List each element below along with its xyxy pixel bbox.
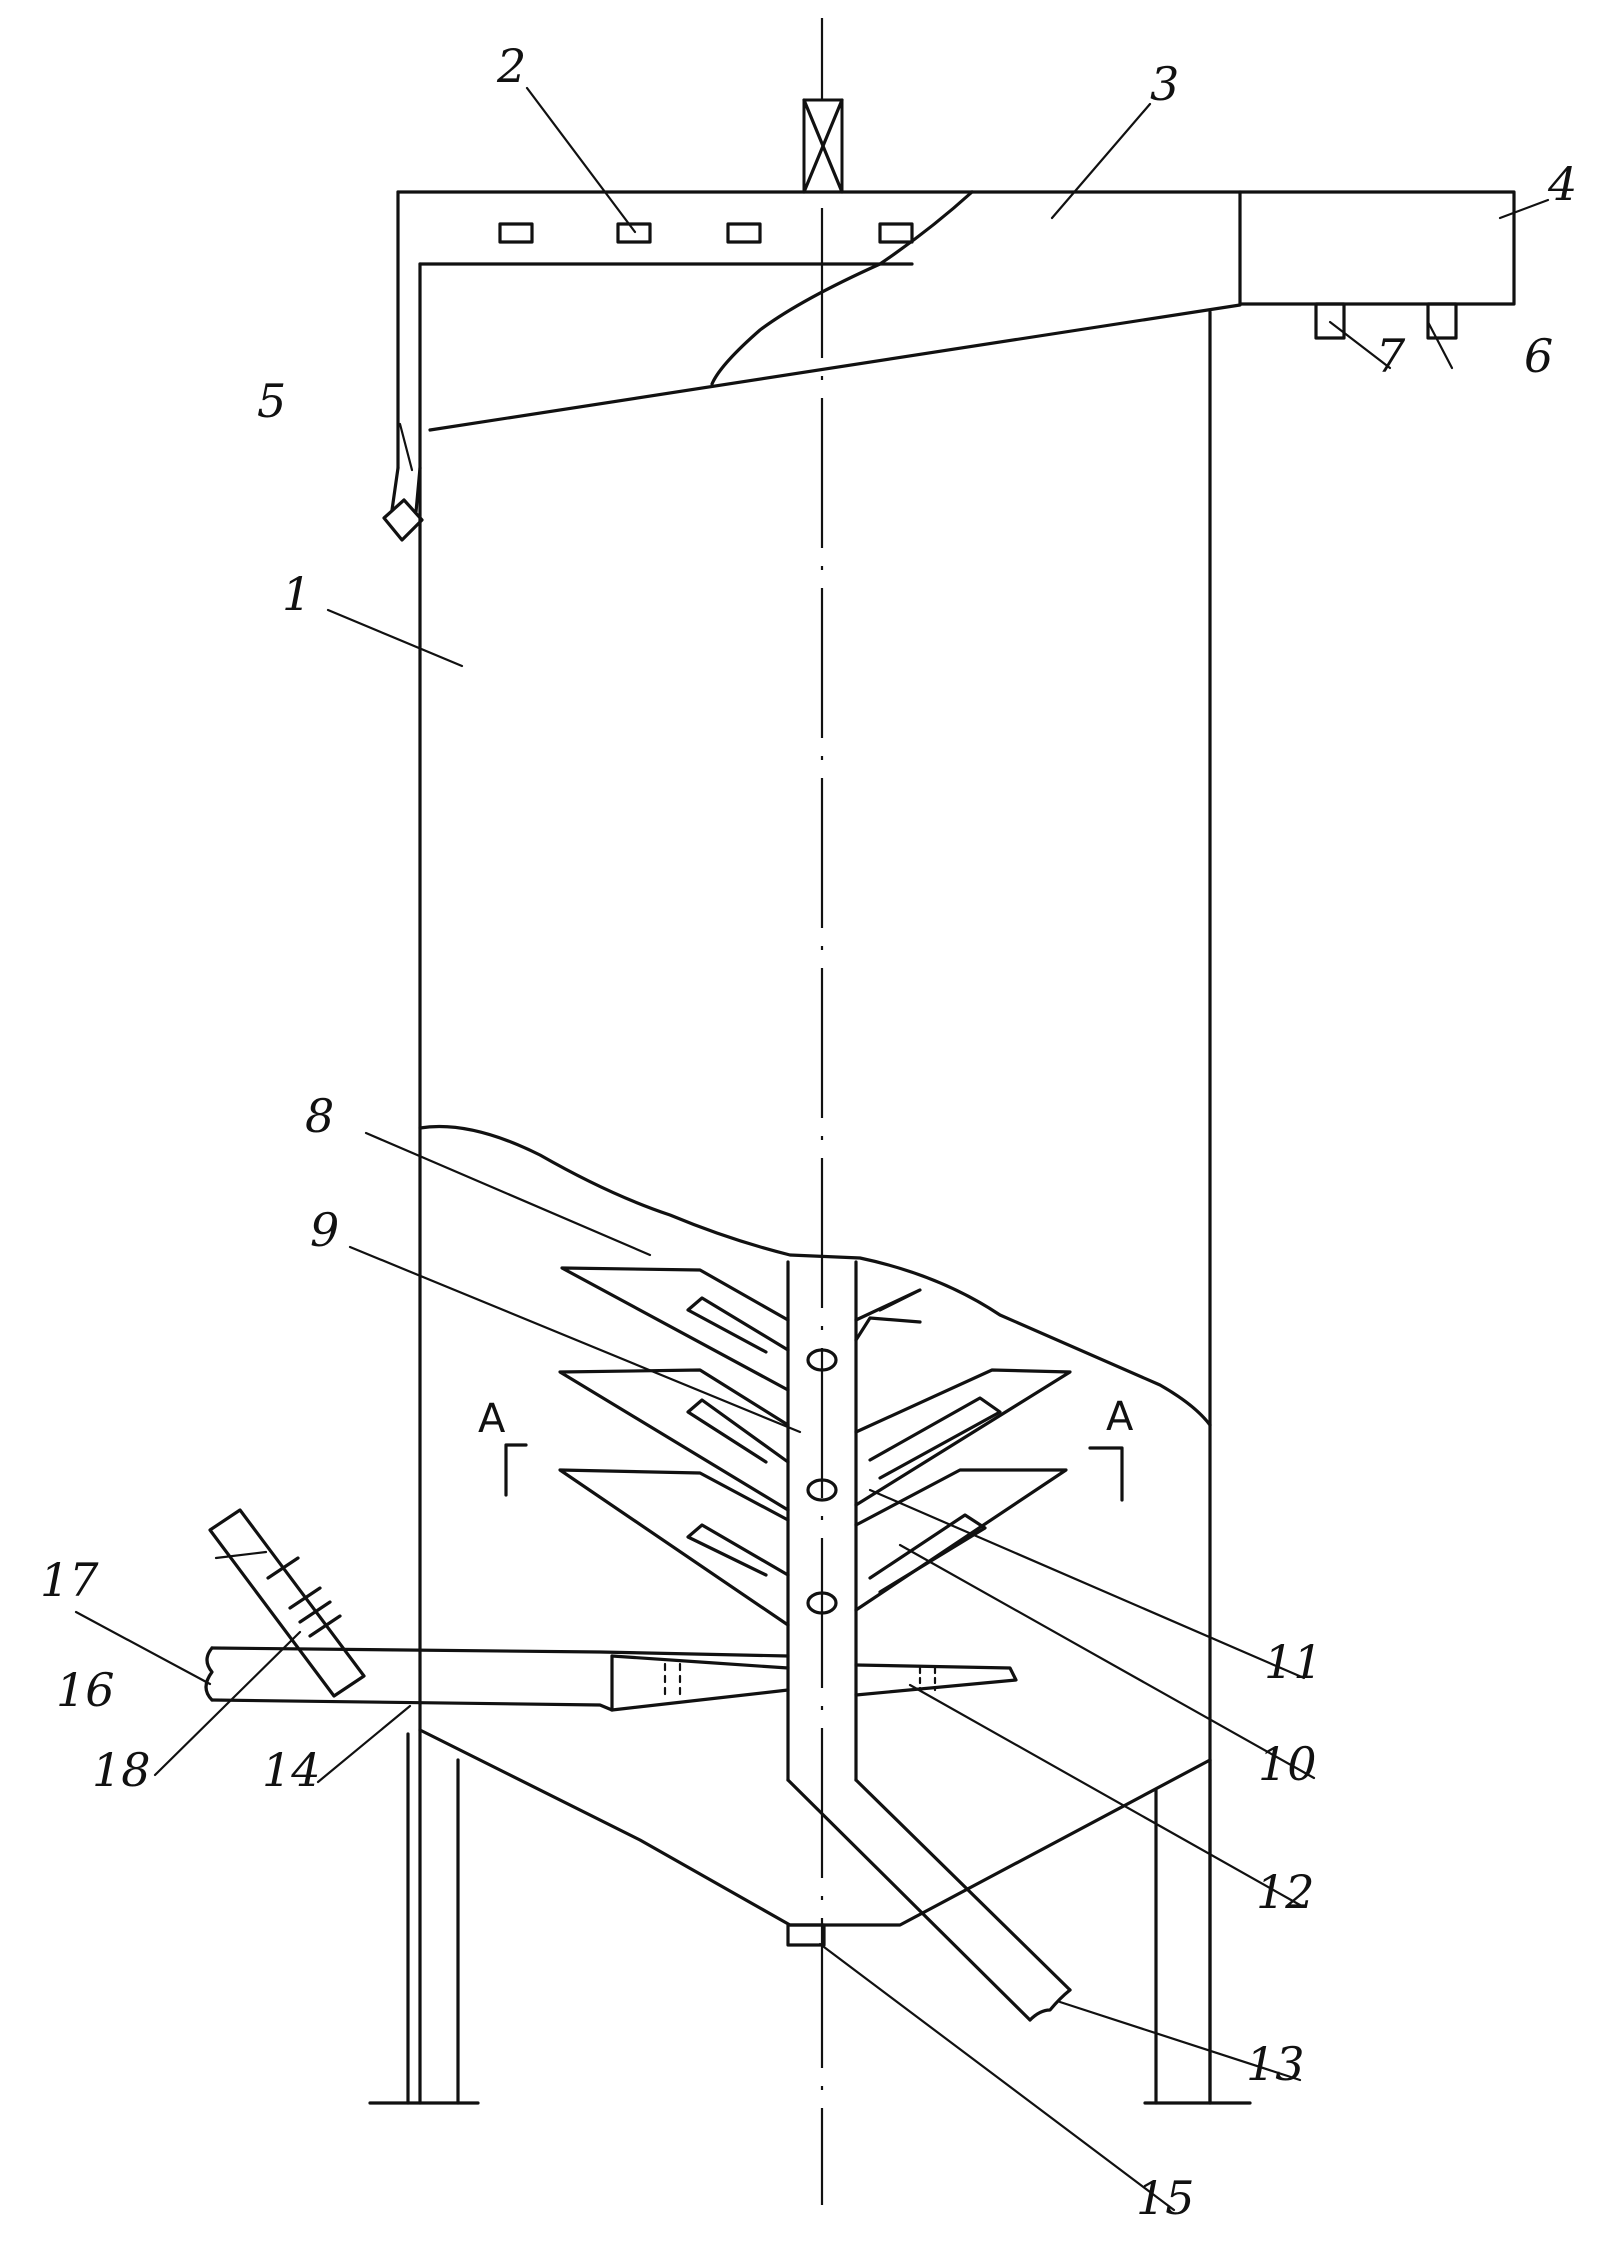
support-legs [368,1732,1252,2105]
label-11: 11 [1264,1635,1323,1689]
label-6: 6 [1524,329,1553,383]
top-valve [802,98,844,194]
auxiliary-pipe [208,1508,366,1698]
label-1: 1 [282,567,311,621]
label-12: 12 [1256,1865,1315,1919]
label-16: 16 [56,1663,115,1717]
part-labels: 2 3 4 5 1 7 6 8 9 11 10 12 13 15 14 16 1… [40,39,1577,2225]
label-3: 3 [1150,57,1179,111]
inlet-pipe [204,1646,790,1712]
section-label-left: A [478,1396,506,1442]
label-8: 8 [305,1089,334,1143]
label-14: 14 [262,1743,321,1797]
label-10: 10 [1258,1737,1317,1791]
section-label-right: A [1106,1394,1134,1440]
bottom-outlet [786,1923,826,1947]
distributor-arms [558,1266,1072,1627]
label-7: 7 [1376,329,1406,383]
label-13: 13 [1246,2037,1305,2091]
material-surface [418,1124,1212,1427]
central-pipe [786,1260,858,1782]
inclined-chute [428,190,1242,432]
bottom-cone [418,1728,1212,1927]
leader-lines [74,86,1550,2212]
right-nozzle [854,1663,1018,1697]
label-2: 2 [496,39,526,93]
label-18: 18 [92,1743,151,1797]
discharge-pipe [786,1778,1072,2022]
label-17: 17 [40,1553,99,1607]
section-mark-right: A [1088,1394,1134,1502]
tank-top-cover [396,190,1242,470]
label-9: 9 [310,1203,339,1257]
label-15: 15 [1136,2171,1195,2225]
spray-nozzles [498,222,914,244]
section-mark-left: A [478,1396,528,1497]
outlet-box [1238,190,1516,340]
side-outlet [382,466,424,542]
label-5: 5 [257,374,286,428]
label-4: 4 [1547,157,1577,211]
